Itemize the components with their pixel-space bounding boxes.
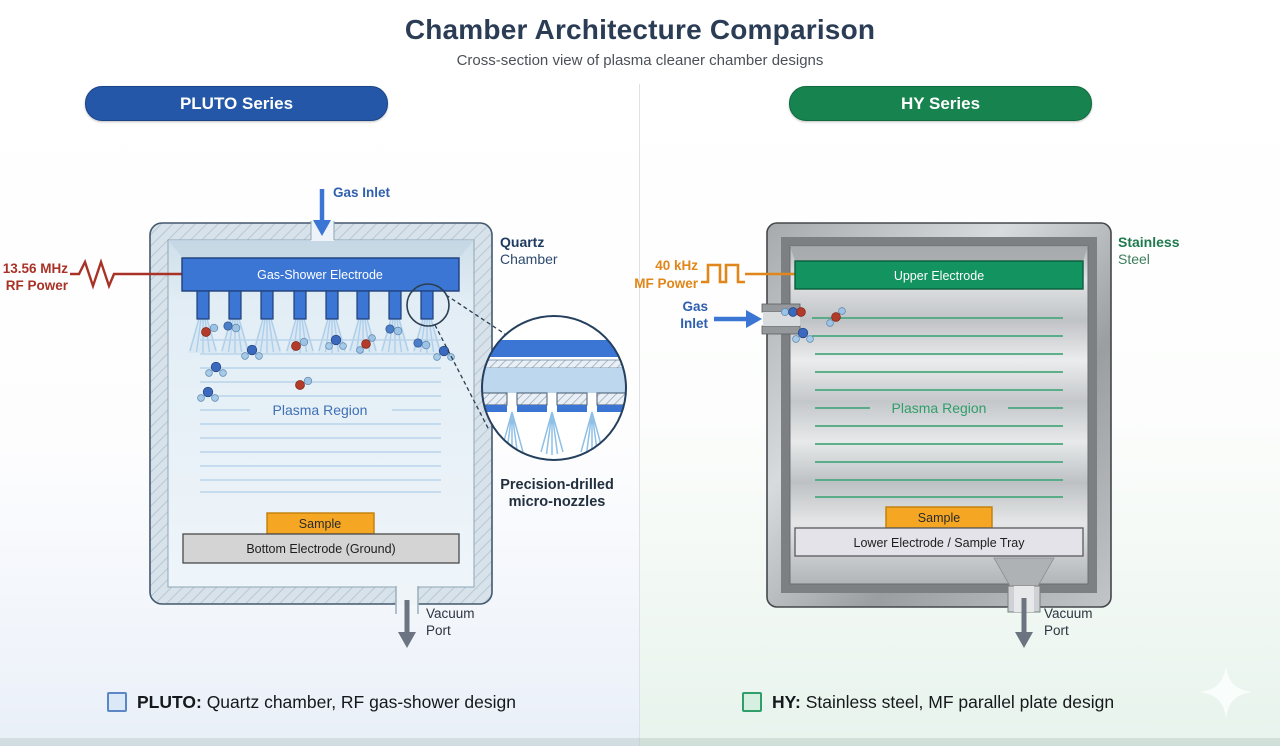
- hy-mf-power-line2: MF Power: [634, 276, 699, 291]
- pluto-rf-power-line2: RF Power: [6, 278, 69, 293]
- hy-chamber-drawing: 40 kHz MF Power Upper Electrode Gas Inle…: [634, 222, 1180, 648]
- hy-series-label: HY Series: [900, 93, 981, 113]
- pluto-vacuum-gap: [396, 586, 418, 605]
- nozzle-detail-inset: [481, 315, 627, 461]
- pluto-vacuum-label-line1: Vacuum: [426, 606, 475, 621]
- hy-caption: HY: Stainless steel, MF parallel plate d…: [742, 689, 1114, 715]
- magnifier-circle-icon: [406, 283, 450, 327]
- pluto-rf-power-line1: 13.56 MHz: [3, 261, 69, 276]
- pluto-plasma-lines: [200, 339, 441, 493]
- hy-vacuum-label-line2: Port: [1044, 623, 1069, 638]
- hy-mf-wave-icon: [701, 263, 795, 284]
- pluto-caption-text: PLUTO: Quartz chamber, RF gas-shower des…: [137, 692, 516, 713]
- hy-legend-swatch: [742, 692, 762, 712]
- detail-caption-line2: micro-nozzles: [509, 494, 606, 510]
- pluto-caption-rest: Quartz chamber, RF gas-shower design: [201, 691, 516, 712]
- pluto-rf-wave-icon: [70, 258, 183, 290]
- hy-chamber-material-line1: Stainless: [1118, 234, 1180, 250]
- hy-lower-electrode-label: Lower Electrode / Sample Tray: [854, 536, 1026, 550]
- pluto-vacuum-label-line2: Port: [426, 623, 451, 638]
- pluto-gas-shower-electrode: [181, 257, 460, 292]
- hy-mf-power-line1: 40 kHz: [655, 258, 698, 273]
- pluto-gas-inlet-label: Gas Inlet: [333, 185, 391, 200]
- hy-gas-inlet-arrow-icon: [714, 310, 762, 328]
- pluto-plasma-region-label: Plasma Region: [273, 402, 368, 418]
- hy-gas-inlet-line1: Gas: [682, 299, 708, 314]
- pluto-legend-swatch: [107, 692, 127, 712]
- pluto-caption: PLUTO: Quartz chamber, RF gas-shower des…: [107, 689, 516, 715]
- hy-vacuum-label-line1: Vacuum: [1044, 606, 1093, 621]
- hy-electrode-label: Upper Electrode: [894, 269, 984, 283]
- pluto-cavity-bevel: [168, 240, 474, 258]
- hy-sample-label: Sample: [918, 511, 960, 525]
- hy-plasma-lines: [812, 317, 1063, 498]
- panel-divider: [639, 84, 640, 746]
- molecule: [781, 307, 806, 317]
- pluto-bottom-electrode: [182, 533, 460, 564]
- pluto-series-header: PLUTO Series: [85, 86, 388, 121]
- pluto-chamber-material-line1: Quartz: [500, 234, 544, 250]
- hy-cavity-bevel: [790, 246, 1088, 261]
- hy-series-header: HY Series: [789, 86, 1092, 121]
- hy-caption-rest: Stainless steel, MF parallel plate desig…: [800, 691, 1115, 712]
- sparkle-icon: [1200, 666, 1252, 718]
- hy-vacuum-arrow-icon: [1015, 598, 1033, 648]
- detail-caption-line1: Precision-drilled: [500, 477, 614, 493]
- bottom-edge-strip: [0, 738, 1280, 746]
- page-title: Chamber Architecture Comparison: [404, 14, 876, 45]
- pluto-chamber-material-line2: Chamber: [500, 251, 558, 267]
- hy-chamber-material-line2: Steel: [1118, 251, 1150, 267]
- pluto-caption-bold: PLUTO:: [137, 691, 202, 712]
- pluto-gas-inlet-arrow-icon: [313, 189, 331, 236]
- page-subtitle: Cross-section view of plasma cleaner cha…: [456, 52, 824, 69]
- pluto-series-label: PLUTO Series: [179, 93, 294, 113]
- hy-gas-inlet-line2: Inlet: [680, 316, 708, 331]
- hy-plasma-region-label: Plasma Region: [892, 400, 987, 416]
- hy-lower-electrode: [794, 527, 1084, 557]
- pluto-vacuum-arrow-icon: [398, 600, 416, 648]
- pluto-chamber-drawing: Gas Inlet 13.56 MHz RF Power Gas-Shower …: [3, 185, 627, 648]
- pluto-sample-label: Sample: [299, 517, 341, 531]
- hy-caption-bold: HY:: [772, 691, 801, 712]
- pluto-bottom-electrode-label: Bottom Electrode (Ground): [246, 542, 395, 556]
- hy-upper-electrode: [794, 260, 1084, 290]
- hy-caption-text: HY: Stainless steel, MF parallel plate d…: [772, 692, 1114, 713]
- pluto-electrode-label: Gas-Shower Electrode: [257, 268, 383, 282]
